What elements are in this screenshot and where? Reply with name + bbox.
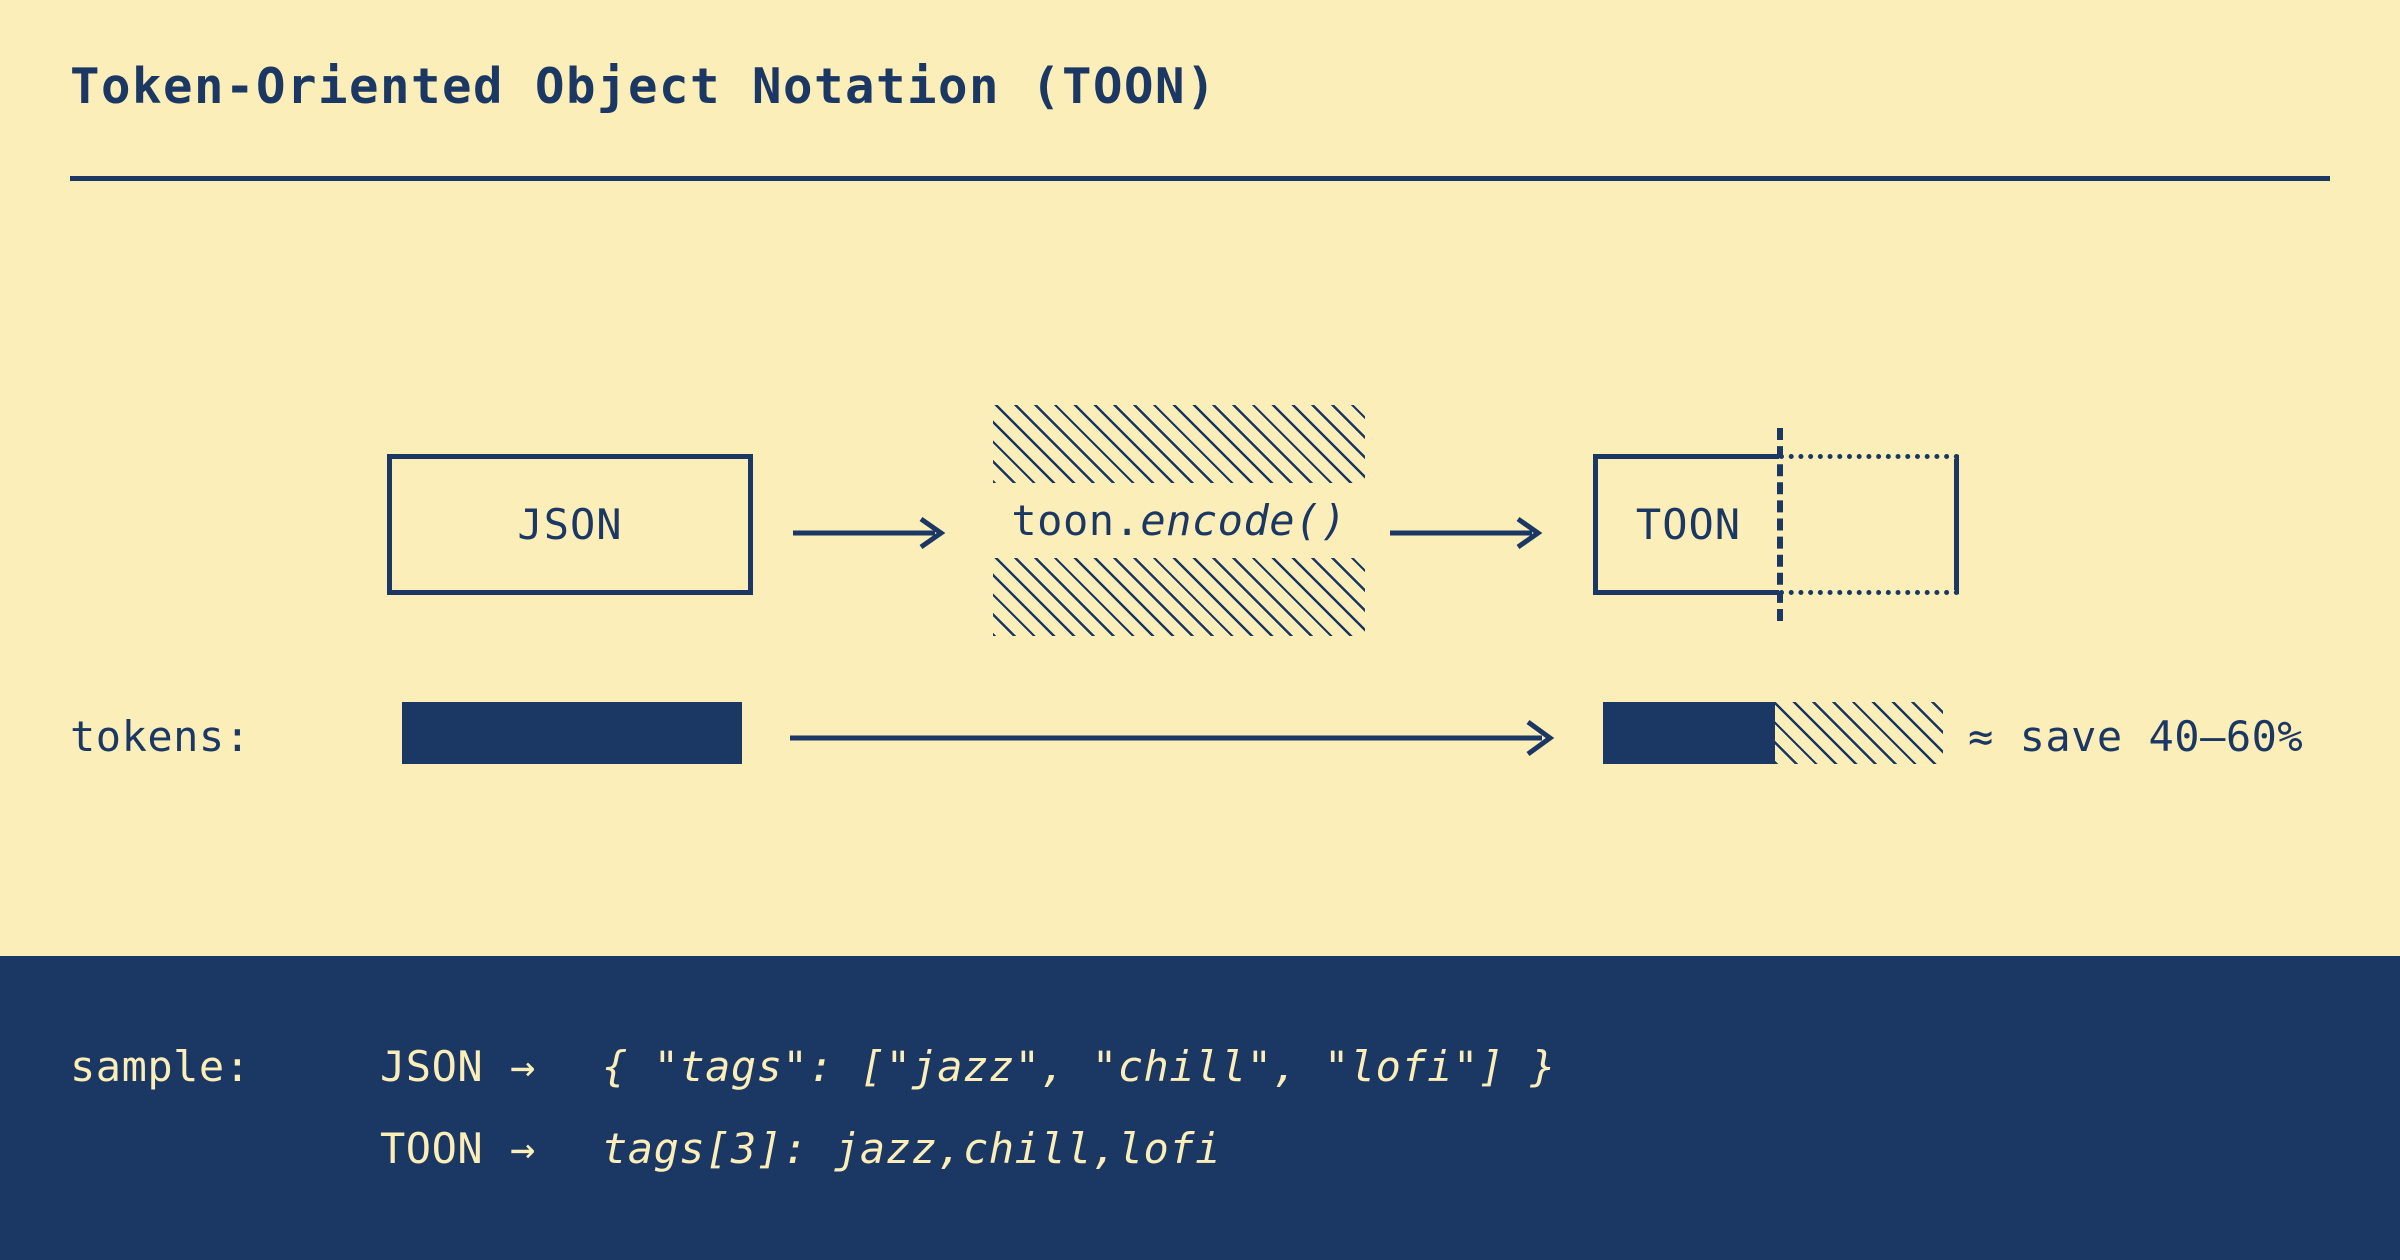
sample-format-toon: TOON <box>380 1124 484 1173</box>
encode-transform-block[interactable]: toon.encode() <box>993 405 1365 636</box>
sample-arrow-json-icon: → <box>510 1042 536 1091</box>
toon-box-ghost-part <box>1779 454 1959 595</box>
toon-box-solid-part: TOON <box>1593 454 1779 595</box>
sample-code-json: { "tags": ["jazz", "chill", "lofi"] } <box>602 1042 1557 1091</box>
json-source-box[interactable]: JSON <box>387 454 753 595</box>
json-box-label: JSON <box>517 500 623 549</box>
toon-target-box[interactable]: TOON <box>1593 428 1959 621</box>
sample-label: sample: <box>70 1042 251 1091</box>
tokens-bar-toon-used <box>1603 702 1775 764</box>
encode-label: toon.encode() <box>993 483 1365 558</box>
header-divider <box>70 176 2330 181</box>
sample-content: sample: JSON → { "tags": ["jazz", "chill… <box>70 1042 2330 1206</box>
tokens-bar-json <box>402 702 742 764</box>
sample-arrow-toon-icon: → <box>510 1124 536 1173</box>
encode-prefix: toon. <box>1011 496 1141 545</box>
arrow-encode-to-toon-icon <box>1390 511 1550 555</box>
tokens-bar-toon-saved <box>1775 702 1943 764</box>
encode-hatch-bottom <box>993 558 1365 636</box>
sample-band: sample: JSON → { "tags": ["jazz", "chill… <box>0 956 2400 1260</box>
tokens-bar-toon <box>1603 702 1943 764</box>
encode-function-name: encode() <box>1140 496 1347 545</box>
toon-box-label: TOON <box>1635 500 1742 549</box>
tokens-row-label: tokens: <box>70 712 251 761</box>
arrow-tokens-comparison-icon <box>790 716 1560 760</box>
page-header: Token-Oriented Object Notation (TOON) <box>70 58 2330 181</box>
diagram-stage: JSON toon.encode() TOON tokens: <box>70 405 2304 764</box>
encode-hatch-top <box>993 405 1365 483</box>
sample-code-toon: tags[3]: jazz,chill,lofi <box>602 1124 1221 1173</box>
savings-note: ≈ save 40–60% <box>1968 712 2304 761</box>
arrow-json-to-encode-icon <box>793 511 953 555</box>
page-title: Token-Oriented Object Notation (TOON) <box>70 58 1218 115</box>
sample-format-json: JSON <box>380 1042 484 1091</box>
sample-row: sample: JSON → { "tags": ["jazz", "chill… <box>70 1042 2330 1124</box>
sample-row: TOON → tags[3]: jazz,chill,lofi <box>70 1124 2330 1206</box>
toon-box-divider <box>1777 428 1783 621</box>
